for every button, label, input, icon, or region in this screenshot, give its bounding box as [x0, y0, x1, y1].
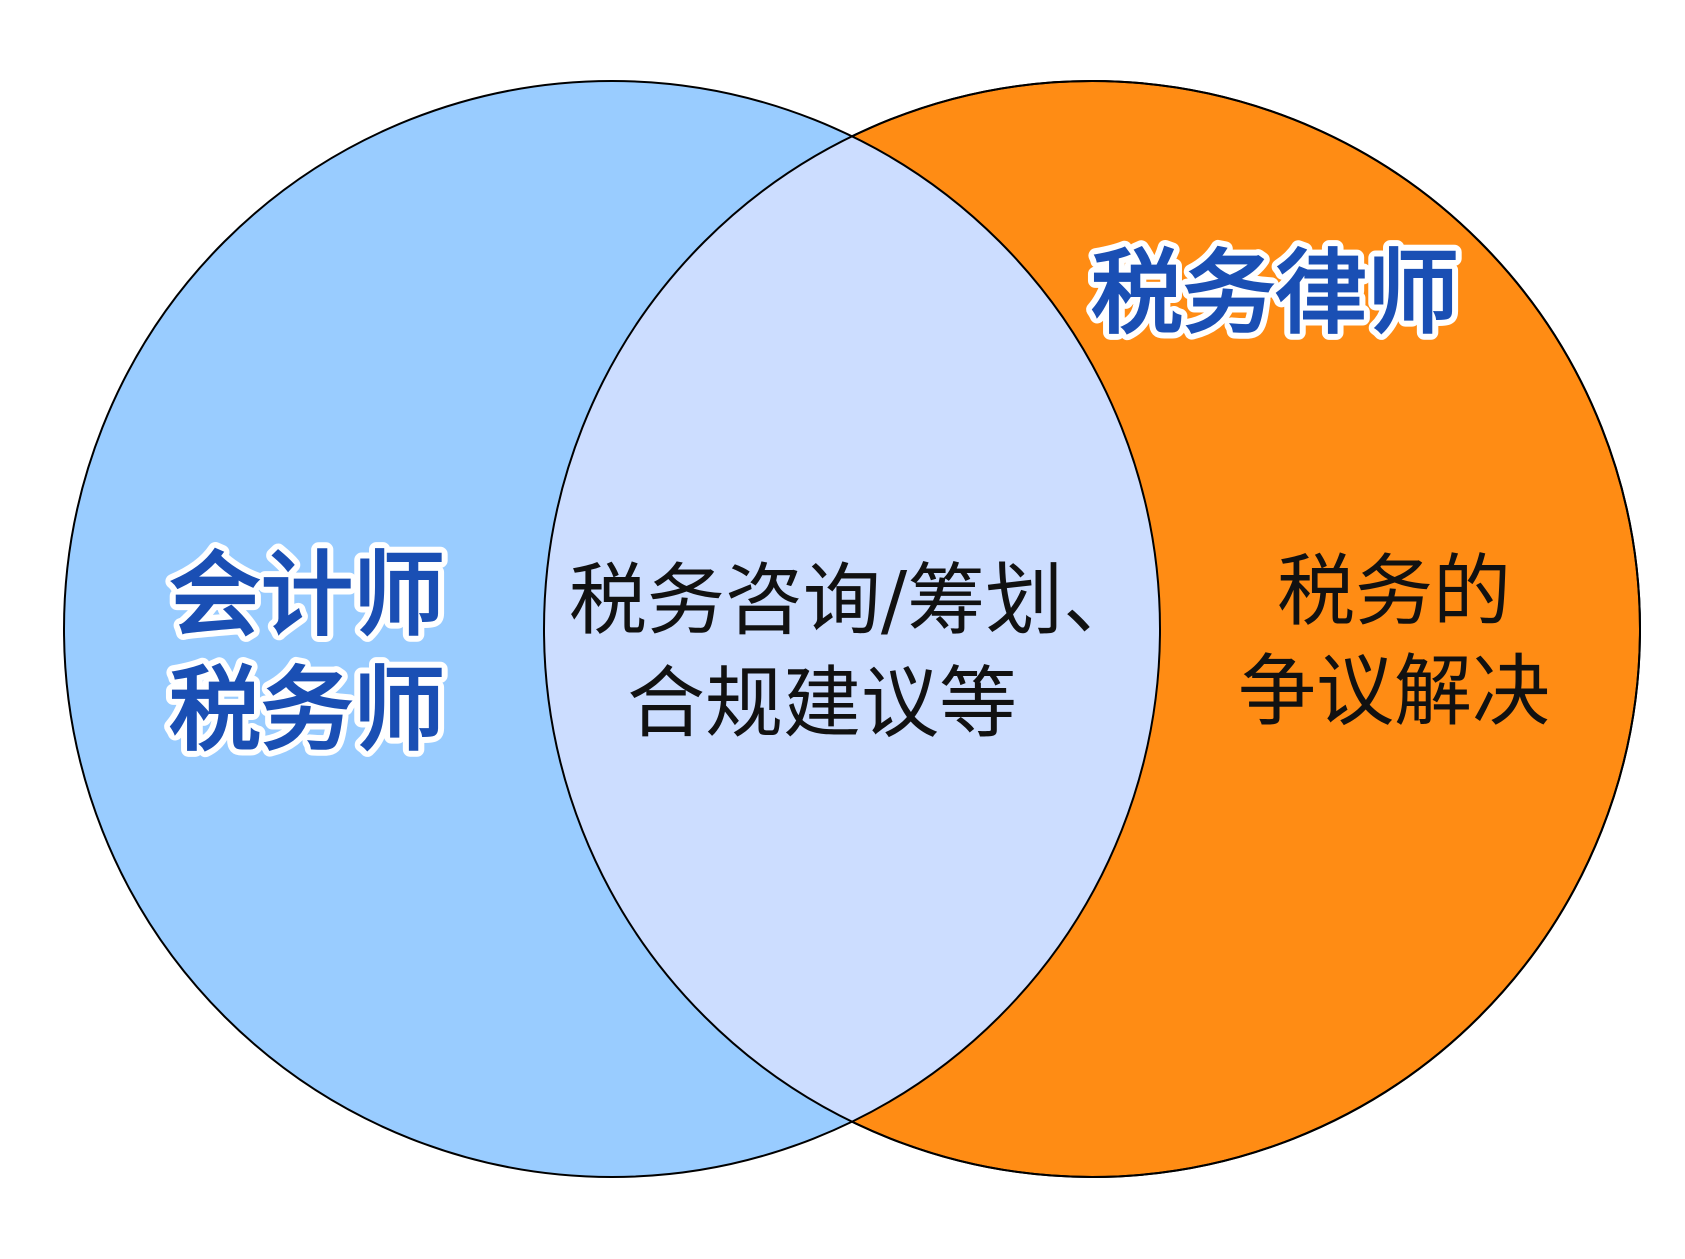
- right-set-label: 税务律师: [1091, 240, 1459, 347]
- intersection-text-line-2: 合规建议等: [627, 659, 1017, 749]
- left-set-label-line-1: 会计师: [169, 542, 445, 649]
- left-set-label-line-2: 税务师: [169, 657, 445, 764]
- intersection-text-line-1: 税务咨询/筹划、: [569, 556, 1141, 646]
- right-circle-outline: [543, 80, 1641, 1178]
- right-only-text-line-1: 税务的: [1277, 547, 1511, 637]
- left-circle-outline: [63, 80, 1161, 1178]
- right-only-text-line-2: 争议解决: [1238, 647, 1550, 737]
- intersection-region: [544, 81, 1160, 1177]
